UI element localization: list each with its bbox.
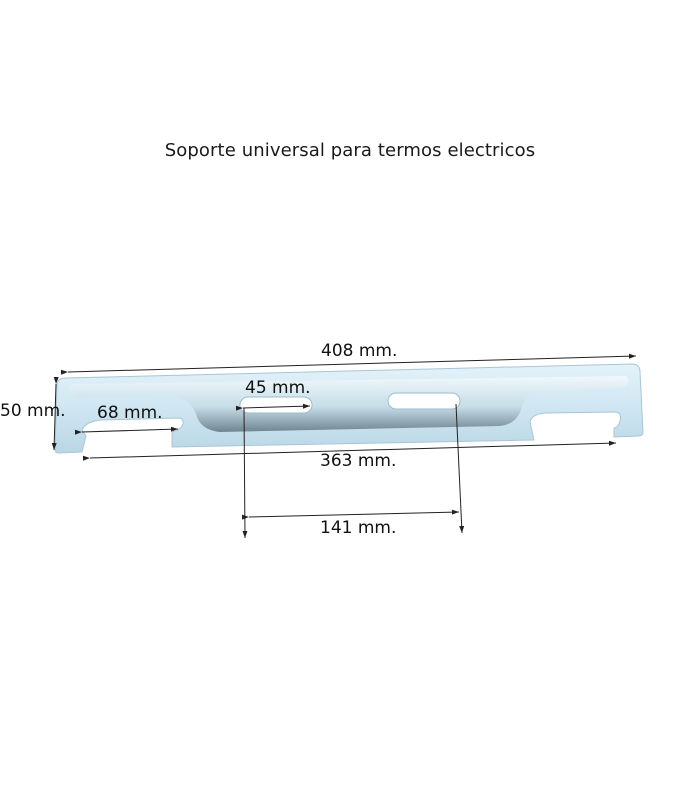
dim-label-hook-spacing: 363 mm. (320, 451, 397, 471)
dim-label-center-slot: 45 mm. (245, 378, 311, 398)
dim-label-hook-slot: 68 mm. (97, 403, 163, 423)
bracket-body (54, 363, 644, 454)
dim-ext-right (455, 403, 465, 534)
center-slot-right (387, 392, 461, 410)
dim-line-45 (235, 403, 311, 411)
dim-label-height: 50 mm. (0, 401, 66, 421)
center-slot-left (239, 396, 313, 414)
dim-label-overall-length: 408 mm. (321, 341, 398, 361)
product-title: Soporte universal para termos electricos (164, 140, 536, 161)
dim-line-408 (60, 353, 637, 375)
dim-label-slot-spacing: 141 mm. (320, 518, 397, 538)
dim-line-141 (241, 509, 460, 520)
dim-line-68 (74, 426, 179, 435)
dim-line-50 (51, 376, 59, 451)
dim-line-363 (82, 440, 617, 461)
